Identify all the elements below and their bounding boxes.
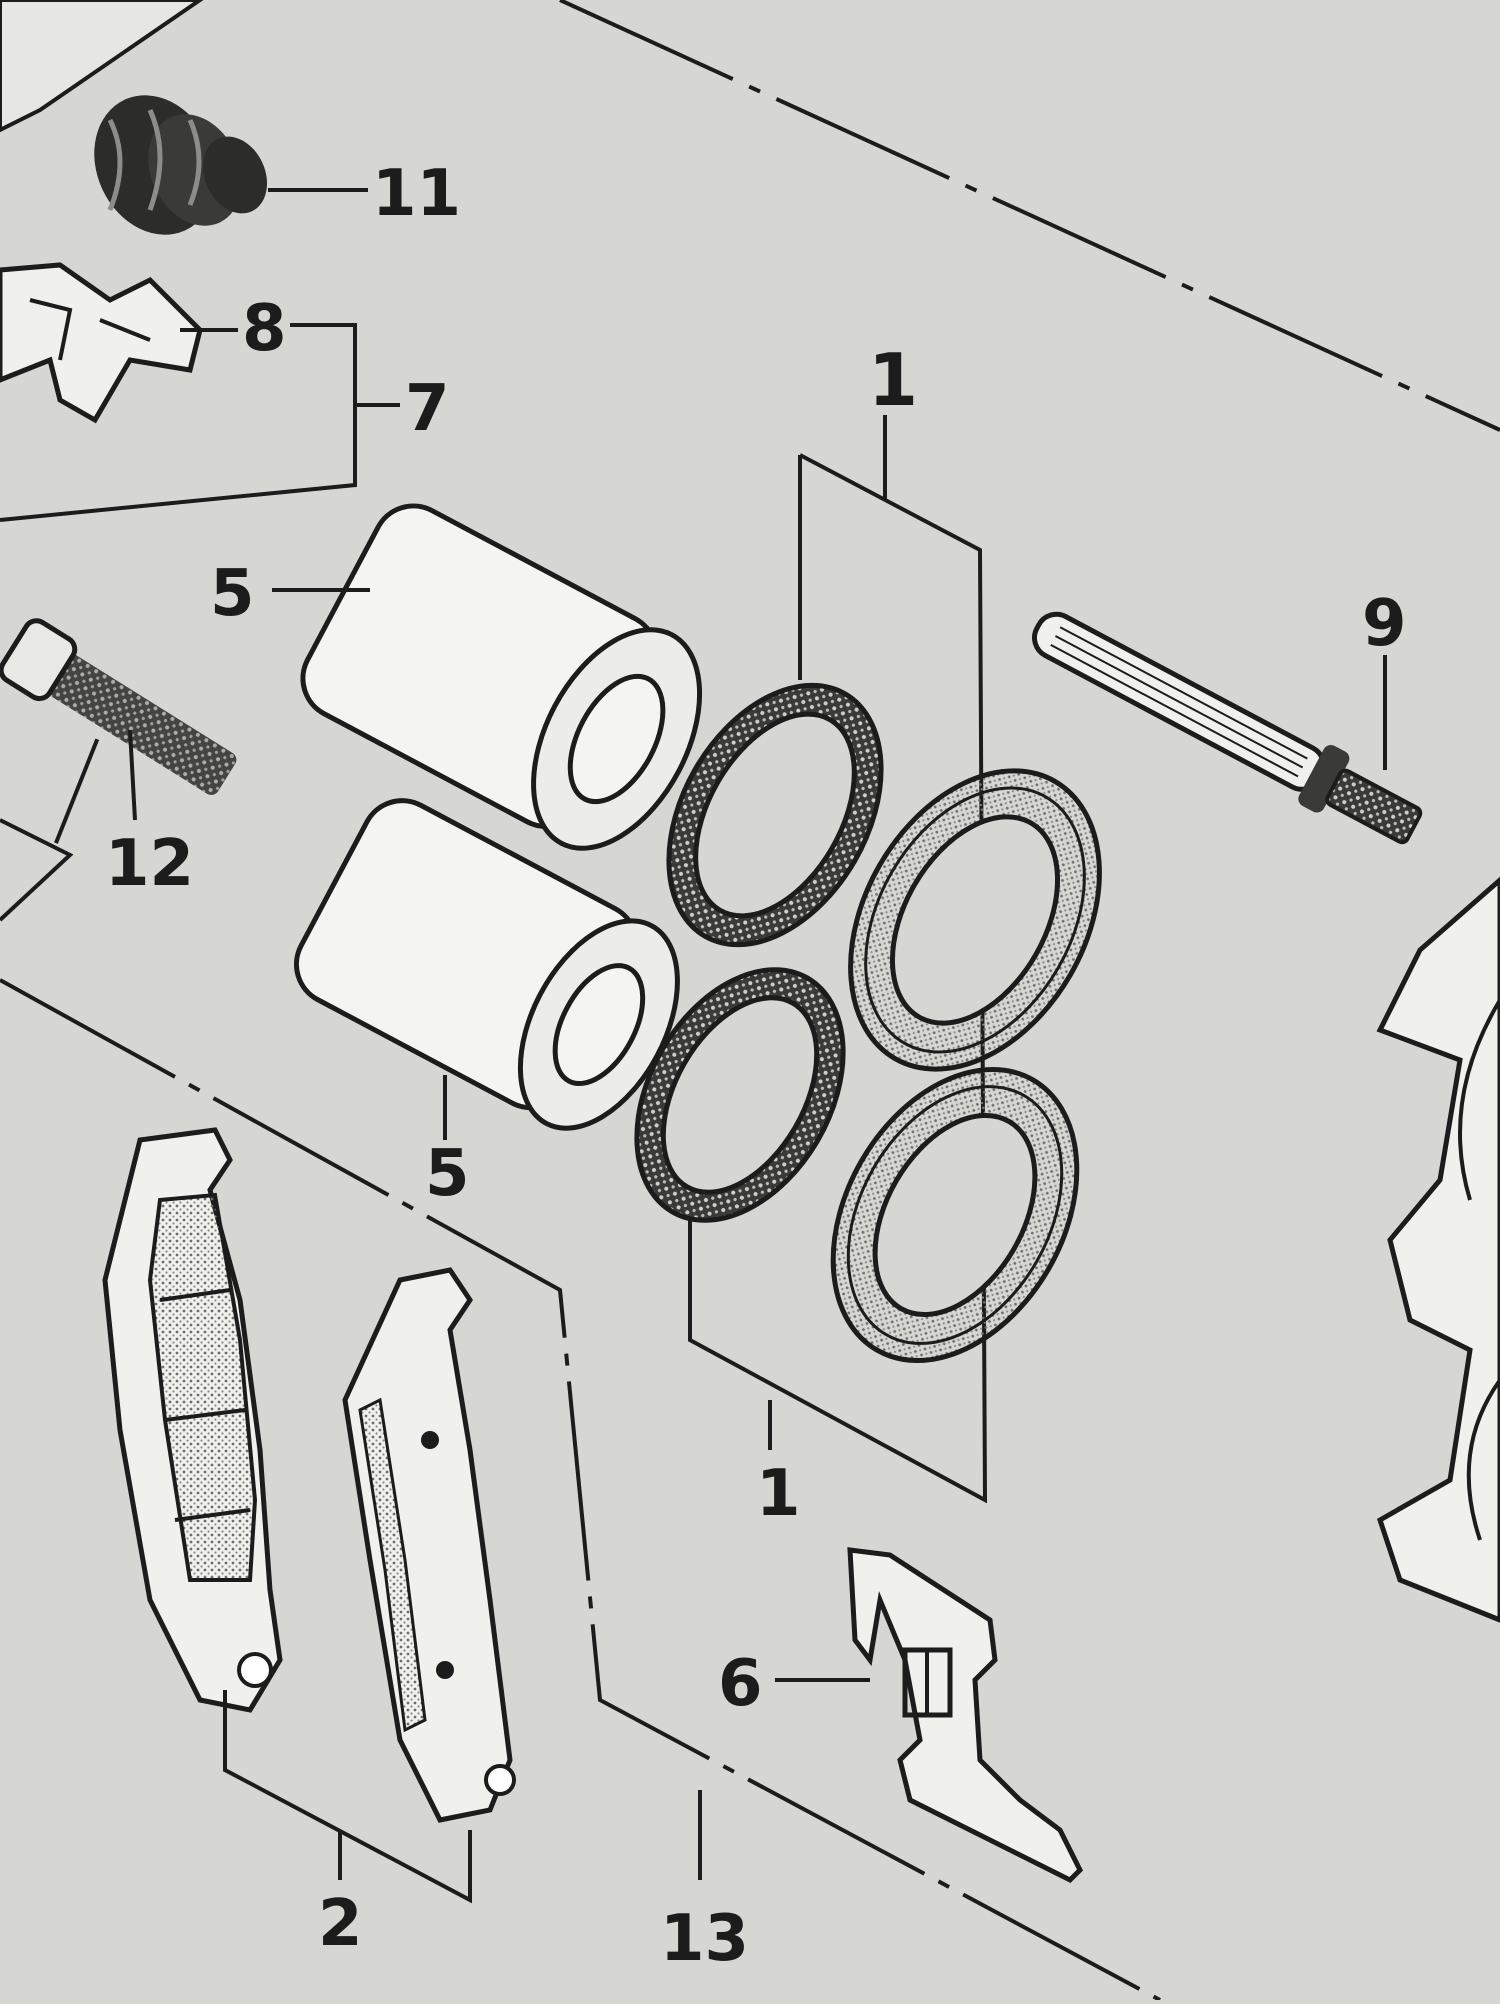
callout-8: 8 [242,292,287,366]
frame-line-top [559,0,1500,432]
callout-1-top: 1 [868,338,918,422]
part-11-boot [94,95,368,235]
callout-1-bottom: 1 [756,1457,801,1531]
part-2-brake-pad-inner [342,1267,516,1823]
callout-5-lower: 5 [425,1137,470,1211]
part-5-piston-upper [300,503,703,851]
callout-5-upper: 5 [210,557,255,631]
part-6-pad-spring [847,1547,1084,1884]
dust-seal-lower [830,1067,1080,1363]
part-9-slide-pin [1032,611,1423,845]
piston-seal-upper [666,682,884,948]
bracket-2 [223,1690,472,1904]
callout-9: 9 [1362,587,1407,661]
callout-13: 13 [660,1902,749,1976]
part-12-bolt [0,618,237,844]
piston-seal-lower [634,967,846,1223]
part-2-brake-pad-outer [102,1127,283,1713]
partial-caliper-bracket [0,0,204,133]
callout-7: 7 [405,372,450,446]
callout-6: 6 [718,1647,763,1721]
callout-2: 2 [318,1887,363,1961]
callout-11: 11 [372,157,461,231]
frame-line-pads [0,978,1161,2002]
part-8-clip [0,262,238,424]
callout-12: 12 [105,827,194,901]
part-12-cap-outline [0,818,74,922]
seal-kit-frame [688,453,988,1504]
dust-seal-upper [848,768,1102,1072]
part-5-piston-lower [293,798,680,1131]
caliper-body-partial [1376,876,1500,1623]
